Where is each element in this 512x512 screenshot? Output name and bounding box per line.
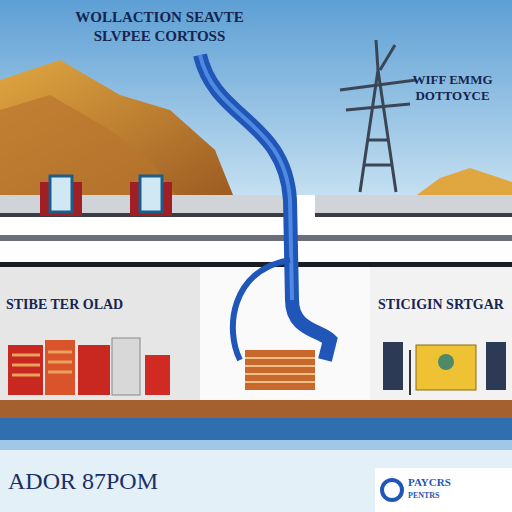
building-icon bbox=[40, 176, 172, 216]
strip bbox=[0, 440, 512, 450]
caption: ADOR 87POM bbox=[8, 468, 158, 495]
rail bbox=[0, 235, 512, 241]
panel: STIBE TER OLAD bbox=[0, 267, 200, 402]
battery-stack bbox=[245, 350, 315, 390]
right-panel-ground bbox=[370, 267, 512, 402]
heading-label: WIFF EMMG DOTTOYCE bbox=[400, 72, 505, 103]
title: WOLLACTION SEAVTE SLVPEE CORTOSS bbox=[72, 8, 247, 46]
floor bbox=[0, 400, 512, 418]
left-panel-ground bbox=[0, 267, 200, 402]
pipe-branch bbox=[233, 260, 290, 360]
logo-panel bbox=[375, 468, 512, 512]
slab-gap bbox=[295, 195, 315, 217]
logo-text: PAYCRS bbox=[408, 476, 508, 489]
footer-bar bbox=[0, 450, 512, 512]
panel: STICIGIN SRTGAR bbox=[370, 267, 512, 402]
panel-heading: STIBE TER OLAD bbox=[6, 297, 194, 313]
power-tower bbox=[340, 40, 416, 192]
sky bbox=[0, 0, 512, 215]
mountain bbox=[0, 60, 235, 200]
tanks bbox=[8, 338, 170, 395]
water-strip bbox=[0, 418, 512, 440]
band bbox=[0, 217, 512, 267]
control-cabinets bbox=[383, 342, 506, 395]
panel-heading: STICIGIN SRTGAR bbox=[376, 297, 506, 313]
logo-text: PENTRS bbox=[408, 491, 508, 501]
blue-pipe bbox=[200, 55, 330, 360]
rail bbox=[0, 262, 512, 267]
logo-mark bbox=[382, 480, 402, 500]
